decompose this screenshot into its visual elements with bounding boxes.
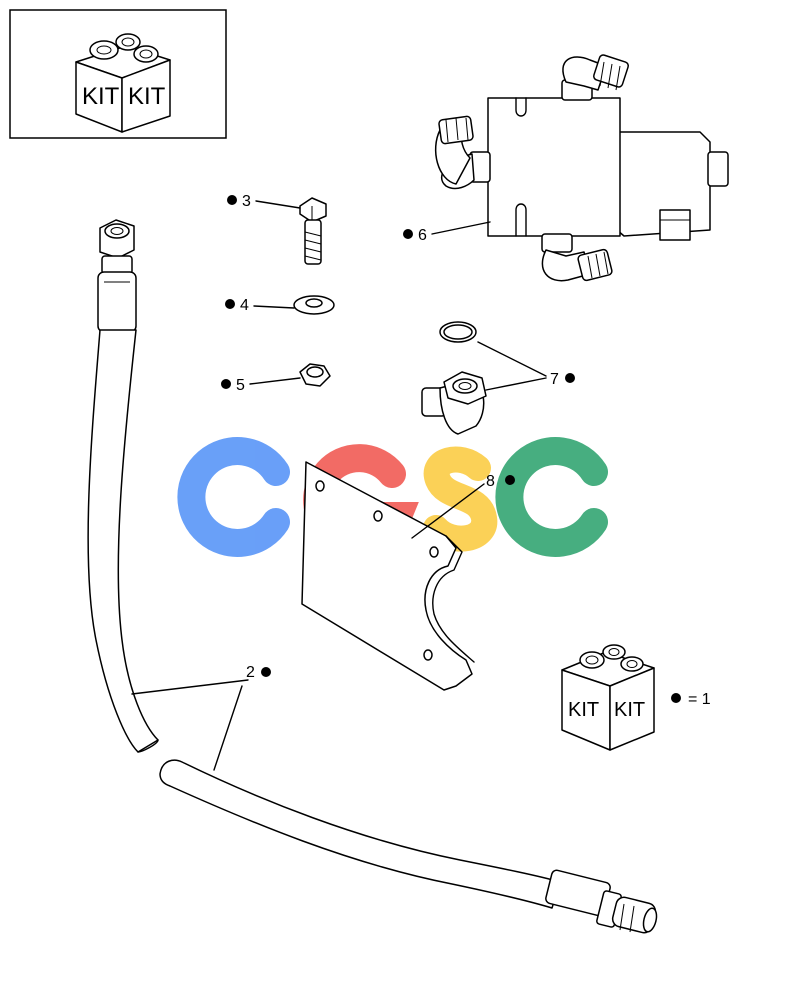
mounting-bracket: [301, 461, 485, 691]
callout-hose: 2: [246, 664, 255, 681]
callout-fitting: 7: [550, 371, 559, 388]
nut: [249, 363, 331, 387]
bullet-bracket: [505, 475, 515, 485]
watermark-letter-c1: [177, 437, 290, 557]
callout-valve: 6: [418, 227, 427, 244]
valve-block: [431, 54, 729, 282]
fitting-and-o-ring: [421, 321, 547, 435]
kit-box-icon-small: KIT KIT: [561, 644, 655, 751]
bullet-valve: [403, 229, 413, 239]
kit-label-left-large: KIT: [82, 83, 120, 110]
watermark-letter-c2: [495, 437, 608, 557]
kit-label-right-large: KIT: [128, 83, 166, 110]
bolt: [255, 197, 327, 265]
bullet-fitting: [565, 373, 575, 383]
bullet-hose: [261, 667, 271, 677]
hose-assembly: [87, 219, 658, 934]
kit-legend-text: = 1: [688, 691, 711, 708]
callout-bracket: 8: [486, 473, 495, 490]
washer: [253, 295, 335, 315]
kit-box-icon-large: KIT KIT: [75, 33, 171, 133]
kit-legend: KIT KIT = 1: [561, 644, 711, 751]
bullet-kit-legend: [671, 693, 681, 703]
bullet-washer: [225, 299, 235, 309]
callout-nut: 5: [236, 377, 245, 394]
watermark-letter-s: [423, 446, 498, 552]
bullet-bolt: [227, 195, 237, 205]
bullet-nut: [221, 379, 231, 389]
kit-label-left-small: KIT: [568, 699, 599, 721]
kit-frame: KIT KIT: [9, 9, 227, 139]
callout-washer: 4: [240, 297, 249, 314]
kit-label-right-small: KIT: [614, 699, 645, 721]
callout-bolt: 3: [242, 193, 251, 210]
